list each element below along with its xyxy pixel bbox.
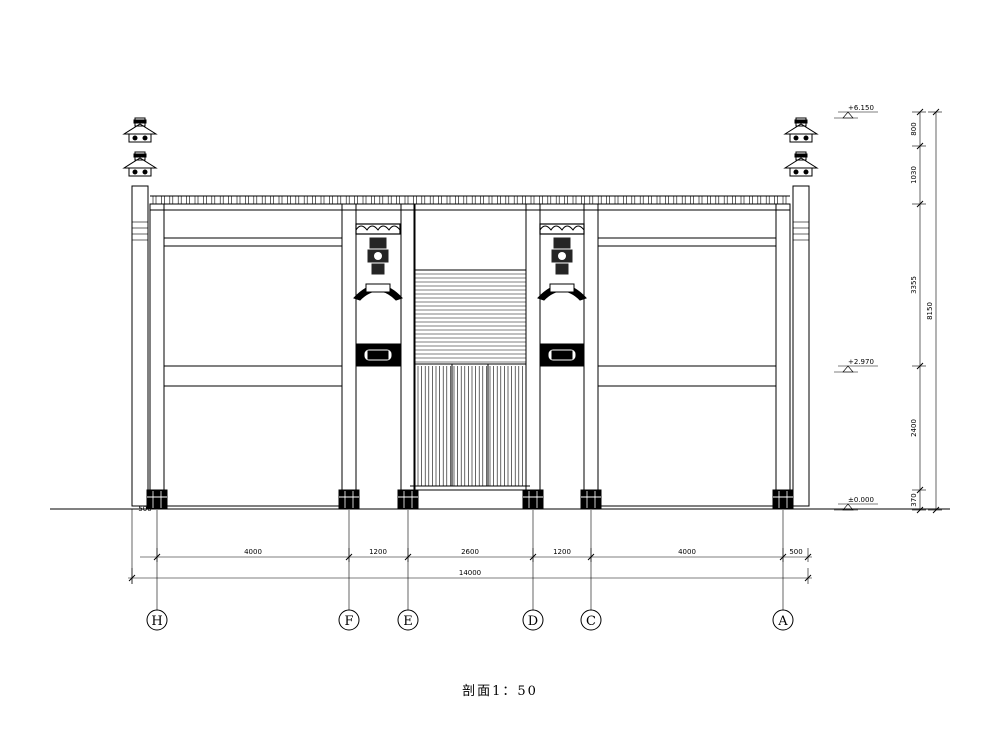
axis-bubble — [772, 609, 794, 631]
column-base — [580, 489, 602, 510]
axis-bubble — [397, 609, 419, 631]
elevation-mark: +6.150 — [834, 104, 878, 119]
elevation-label: +6.150 — [848, 104, 874, 112]
axis-label: C — [586, 614, 596, 629]
right-dimensions — [912, 108, 942, 514]
left-end-post — [131, 185, 149, 507]
right-end-post — [792, 185, 810, 507]
drawing-caption: 剖面1：50 — [462, 684, 538, 699]
column — [775, 203, 791, 507]
axis-bubble — [338, 609, 360, 631]
dimension-total: 14000 — [459, 569, 481, 577]
left-wall-panel — [163, 209, 343, 507]
axis-label: A — [777, 614, 788, 629]
elevation-label: +2.970 — [848, 358, 874, 366]
column-base — [772, 489, 794, 510]
dimension-label-small: 500 — [138, 505, 151, 513]
column — [583, 203, 599, 507]
carved-panel — [537, 223, 587, 367]
dimension-label: 500 — [789, 548, 802, 556]
axis-bubble — [146, 609, 168, 631]
column — [400, 203, 416, 507]
axis-label: H — [151, 614, 162, 629]
column-base — [522, 489, 544, 510]
carved-ornaments — [353, 223, 587, 367]
column-bases — [146, 489, 794, 510]
finial-cap — [783, 117, 819, 177]
right-wall-panel — [597, 209, 777, 507]
carved-panel — [353, 223, 403, 367]
dimension-label: 1200 — [369, 548, 387, 556]
columns — [149, 203, 791, 507]
column — [149, 203, 165, 507]
roof-ridge — [150, 195, 790, 211]
elevation-label: ±0.000 — [848, 496, 874, 504]
dimension-label: 2600 — [461, 548, 479, 556]
vertical-dimension-label: 800 — [910, 122, 918, 135]
vertical-dimension-label: 3355 — [910, 276, 918, 294]
column-base — [338, 489, 360, 510]
axis-label: F — [344, 614, 353, 629]
axis-label: D — [528, 614, 538, 629]
column-base — [397, 489, 419, 510]
axis-bubble — [580, 609, 602, 631]
finial-cap — [122, 117, 158, 177]
dimension-label: 4000 — [678, 548, 696, 556]
dimension-label: 1200 — [553, 548, 571, 556]
column-base — [146, 489, 168, 510]
vertical-dimension-total: 8150 — [926, 302, 934, 320]
axis-bubble — [522, 609, 544, 631]
column — [525, 203, 541, 507]
vertical-dimension-label: 370 — [910, 493, 918, 506]
vertical-dimension-label: 2400 — [910, 419, 918, 437]
vertical-dimension-label: 1030 — [910, 166, 918, 184]
axis-label: E — [403, 614, 413, 629]
elevation-mark: ±0.000 — [834, 496, 878, 511]
elevation-mark: +2.970 — [834, 358, 878, 373]
post-finials — [122, 117, 819, 177]
column — [341, 203, 357, 507]
dimension-label: 4000 — [244, 548, 262, 556]
central-gate — [410, 269, 530, 491]
